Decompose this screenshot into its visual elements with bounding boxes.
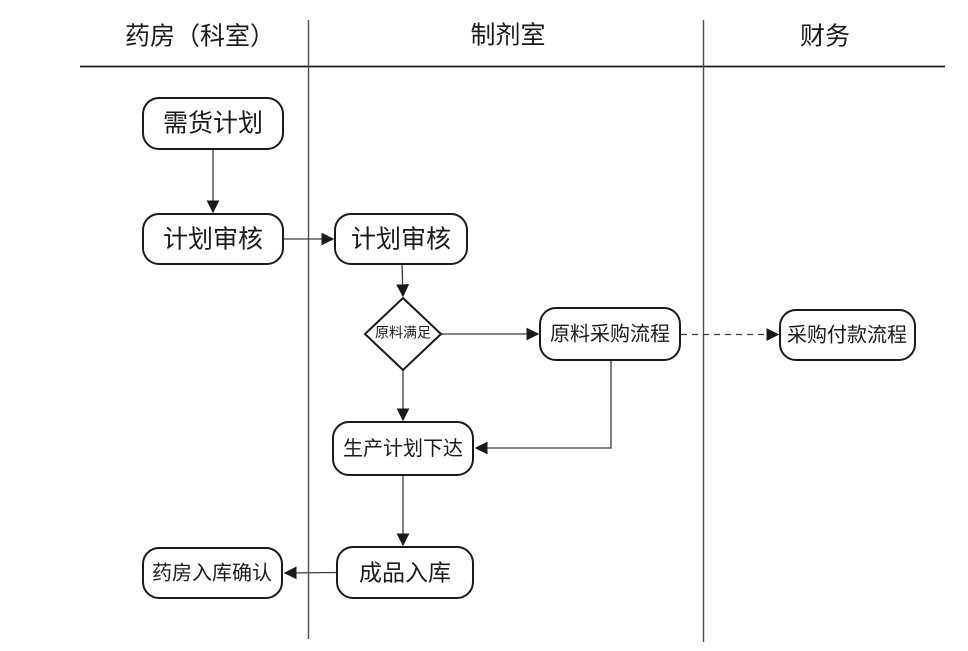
- node-demand-plan-label: 需货计划: [163, 110, 263, 138]
- node-finished-goods-storage-label: 成品入库: [359, 561, 451, 586]
- node-raw-material-purchase-label: 原料采购流程: [550, 323, 670, 346]
- node-plan-review-prep-shape: [334, 213, 468, 265]
- node-production-plan-issue-label: 生产计划下达: [343, 437, 463, 460]
- node-purchase-payment-shape: [779, 309, 916, 361]
- edge-finished-goods-to-pharmacy-confirm: [283, 566, 338, 580]
- node-purchase-payment-label: 采购付款流程: [787, 324, 907, 347]
- node-pharmacy-storage-confirm-shape: [142, 547, 283, 599]
- node-purchase-payment: 采购付款流程: [779, 309, 916, 361]
- node-plan-review-prep: 计划审核: [334, 213, 468, 265]
- node-raw-material-purchase: 原料采购流程: [539, 307, 681, 361]
- node-demand-plan-shape: [142, 97, 284, 150]
- edge-raw-material-purchase-to-production-plan: [474, 360, 612, 455]
- edge-plan-review-to-decision: [396, 263, 410, 298]
- node-plan-review-pharmacy-shape: [142, 213, 284, 265]
- node-plan-review-pharmacy: 计划审核: [142, 213, 284, 265]
- lane-label-pharmacy: 药房（科室）: [125, 23, 275, 51]
- node-raw-material-purchase-shape: [539, 307, 681, 361]
- node-demand-plan: 需货计划: [142, 97, 284, 150]
- node-raw-material-sufficient-shape: [363, 296, 443, 372]
- node-pharmacy-storage-confirm: 药房入库确认: [142, 547, 283, 599]
- lane-label-finance: 财务: [800, 23, 850, 51]
- node-finished-goods-storage: 成品入库: [336, 546, 474, 599]
- node-plan-review-prep-label: 计划审核: [351, 226, 451, 254]
- node-production-plan-issue-shape: [332, 421, 474, 476]
- lane-label-preparation-room: 制剂室: [470, 22, 545, 50]
- node-production-plan-issue: 生产计划下达: [332, 421, 474, 476]
- node-finished-goods-storage-shape: [336, 546, 474, 599]
- node-raw-material-sufficient: 原料满足: [363, 296, 443, 372]
- node-raw-material-sufficient-label: 原料满足: [375, 326, 431, 342]
- node-pharmacy-storage-confirm-label: 药房入库确认: [152, 562, 272, 585]
- node-plan-review-pharmacy-label: 计划审核: [163, 226, 263, 254]
